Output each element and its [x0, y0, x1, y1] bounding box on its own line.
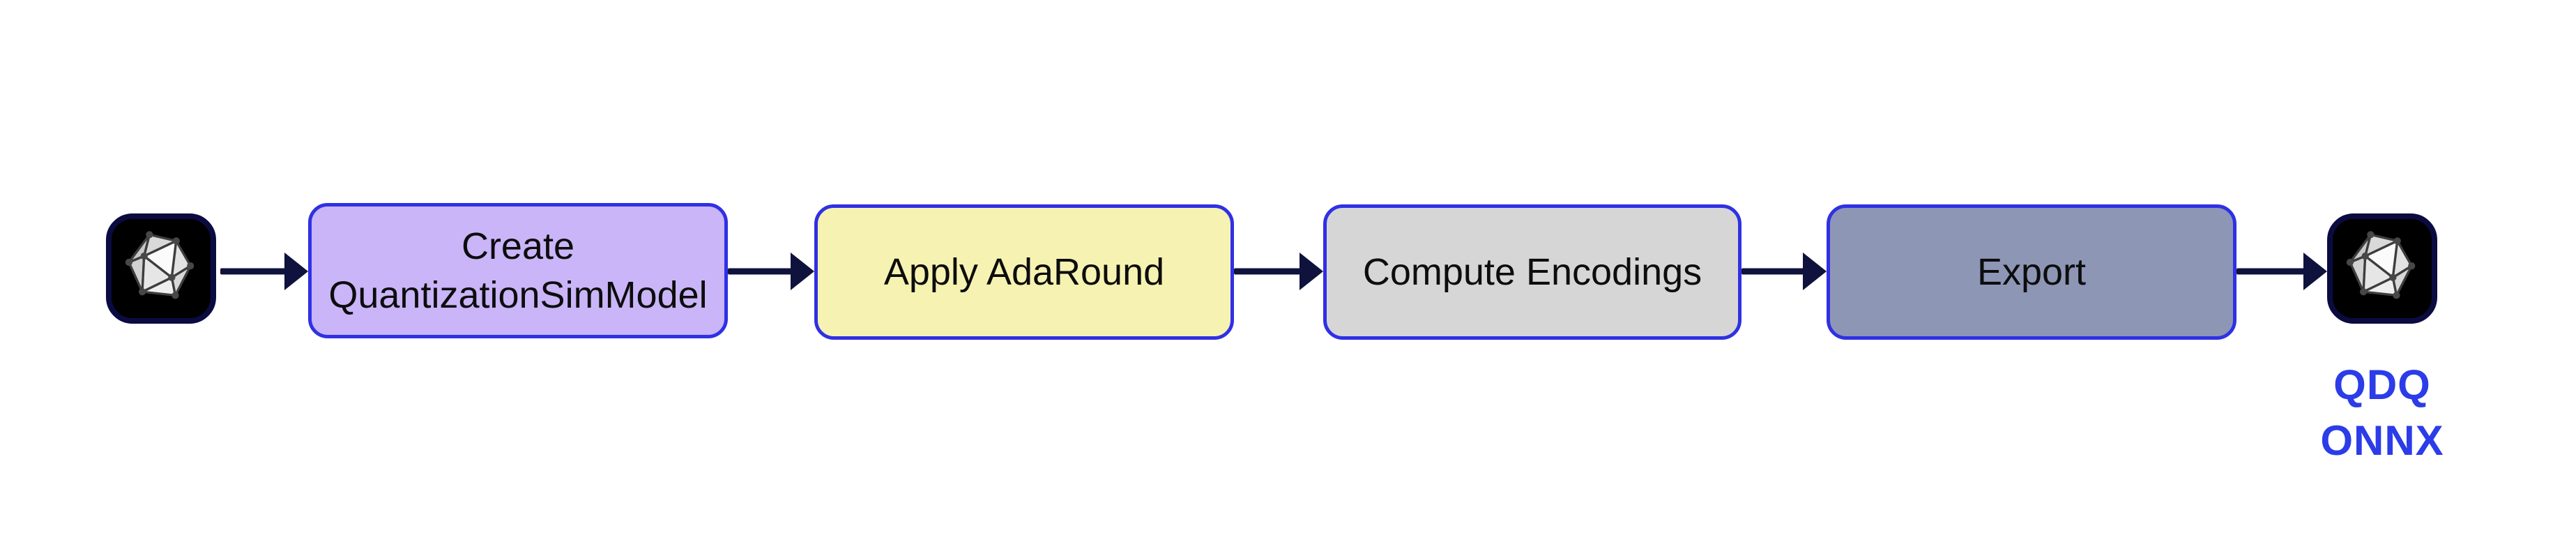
- arrow-head: [2303, 253, 2327, 290]
- onnx-input-icon: [106, 213, 216, 324]
- arrow-head: [791, 253, 814, 290]
- arrow-shaft: [1742, 268, 1808, 275]
- flow-arrow: [1742, 252, 1827, 291]
- arrow-shaft: [1234, 268, 1305, 275]
- step-apply-adaround: Apply AdaRound: [814, 204, 1234, 340]
- flow-arrow: [220, 252, 308, 291]
- arrow-shaft: [2236, 268, 2309, 275]
- arrow-head: [1803, 253, 1827, 290]
- step-label-line: Apply AdaRound: [883, 251, 1165, 293]
- step-label-line: Create: [461, 225, 575, 267]
- output-format-label: QDQ ONNX: [2257, 357, 2508, 469]
- step-label-line: QuantizationSimModel: [328, 274, 708, 316]
- onnx-logo-icon: [125, 231, 195, 299]
- step-compute-encodings: Compute Encodings: [1323, 204, 1742, 340]
- output-format-label-line1: QDQ: [2333, 361, 2431, 408]
- arrow-shaft: [728, 268, 796, 275]
- step-create-quantizationsimmodel: Create QuantizationSimModel: [308, 203, 728, 338]
- flow-arrow: [2236, 252, 2327, 291]
- step-label-line: Export: [1976, 251, 2087, 293]
- flow-arrow: [1234, 252, 1323, 291]
- arrow-head: [1300, 253, 1323, 290]
- step-export: Export: [1827, 204, 2236, 340]
- arrow-head: [284, 253, 308, 290]
- onnx-logo-icon: [2346, 231, 2416, 299]
- onnx-output-icon: [2327, 213, 2437, 324]
- output-format-label-line2: ONNX: [2320, 417, 2444, 464]
- step-label-line: Compute Encodings: [1362, 251, 1702, 293]
- flow-arrow: [728, 252, 814, 291]
- arrow-shaft: [220, 268, 290, 275]
